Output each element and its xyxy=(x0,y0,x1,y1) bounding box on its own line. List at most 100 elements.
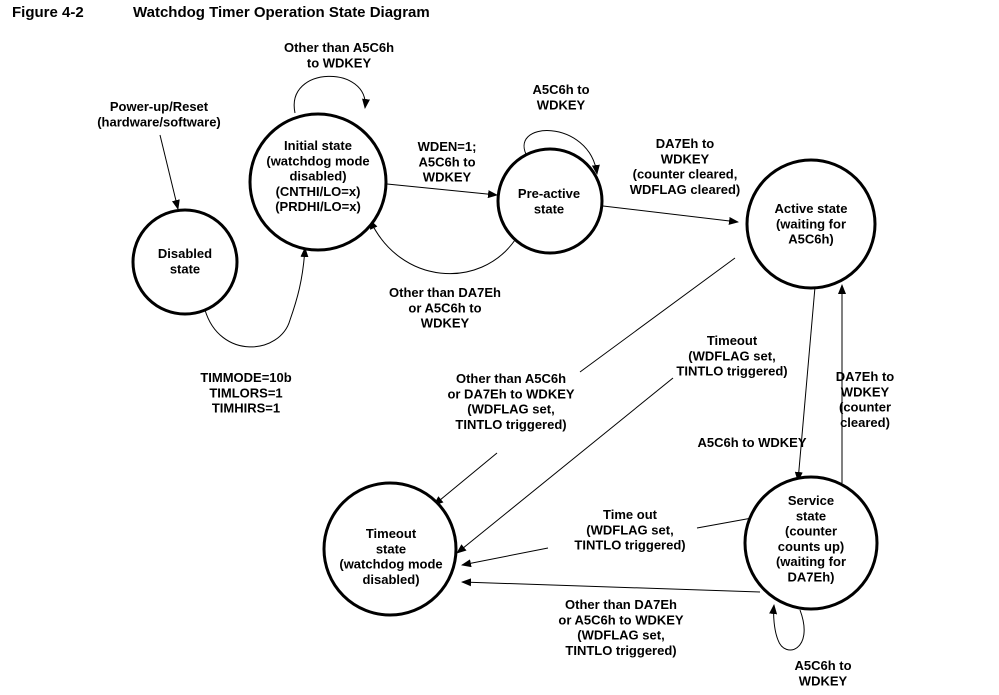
label-power-up-reset-line-1: Power-up/Reset xyxy=(110,99,209,114)
label-preactive-back-line-2: or A5C6h to xyxy=(408,300,481,315)
label-power-up-reset: Power-up/Reset(hardware/software) xyxy=(97,99,221,129)
edge-preactive-self-loop xyxy=(523,130,600,175)
label-to-service-line-1: A5C6h to WDKEY xyxy=(697,435,806,450)
active-state xyxy=(745,158,877,290)
label-to-service: A5C6h to WDKEY xyxy=(697,435,806,450)
label-initial-self-line-2: to WDKEY xyxy=(307,55,372,70)
service-state-label-line-6: DA7Eh) xyxy=(788,570,835,585)
timeout-state-label-line-1: Timeout xyxy=(366,526,417,541)
service-state-label-line-5: (waiting for xyxy=(776,554,846,569)
timeout-state-label-line-3: (watchdog mode xyxy=(339,557,442,572)
initial-state-label-line-3: disabled) xyxy=(289,169,346,184)
label-to-active-line-2: WDKEY xyxy=(661,151,710,166)
label-timmode-line-2: TIMLORS=1 xyxy=(209,385,282,400)
timeout-state-label-line-2: state xyxy=(376,541,406,556)
figure-header: Figure 4-2 Watchdog Timer Operation Stat… xyxy=(0,0,999,30)
initial-state-label-line-4: (CNTHI/LO=x) xyxy=(276,184,361,199)
label-wden-line-2: A5C6h to xyxy=(418,154,475,169)
timeout-state-label-line-4: disabled) xyxy=(362,572,419,587)
label-active-other-line-1: Other than A5C6h xyxy=(456,371,566,386)
label-initial-self-line-1: Other than A5C6h xyxy=(284,40,394,55)
label-active-other-line-4: TINTLO triggered) xyxy=(455,417,566,432)
label-service-other-line-3: (WDFLAG set, xyxy=(577,628,664,643)
label-active-timeout-line-1: Timeout xyxy=(707,333,758,348)
active-state-label-line-2: (waiting for xyxy=(776,216,846,231)
label-service-to-active-line-2: WDKEY xyxy=(841,384,890,399)
label-timmode-line-1: TIMMODE=10b xyxy=(200,370,291,385)
label-service-to-active-line-3: (counter xyxy=(839,400,891,415)
edge-initial-self-loop xyxy=(293,75,370,114)
service-state-label-line-4: counts up) xyxy=(778,539,844,554)
label-wden-line-3: WDKEY xyxy=(423,170,472,185)
timeout-state xyxy=(322,481,458,617)
label-service-other-line-1: Other than DA7Eh xyxy=(565,597,677,612)
initial-state-label-line-1: Initial state xyxy=(284,138,352,153)
edge-service-timeout xyxy=(462,517,753,565)
edge-active-timeout xyxy=(456,377,674,554)
label-service-other-line-4: TINTLO triggered) xyxy=(565,643,676,658)
label-to-active-line-1: DA7Eh to xyxy=(656,136,715,151)
label-power-up-reset-line-2: (hardware/software) xyxy=(97,114,221,129)
label-service-self-line-2: WDKEY xyxy=(799,673,848,688)
label-to-active-line-3: (counter cleared, xyxy=(633,167,738,182)
edge-power-up-to-disabled xyxy=(159,134,180,210)
transitions xyxy=(159,75,846,651)
disabled-state-label-line-1: Disabled xyxy=(158,246,212,261)
figure-number: Figure 4-2 xyxy=(12,4,84,21)
preactive-state-label-line-2: state xyxy=(534,201,564,216)
edge-active-to-service xyxy=(794,286,816,482)
active-state-label-line-1: Active state xyxy=(775,201,848,216)
service-state-label-line-3: (counter xyxy=(785,524,837,539)
edge-active-other-to-timeout xyxy=(434,257,736,505)
label-service-self-line-1: A5C6h to xyxy=(794,658,851,673)
label-service-to-active-line-4: cleared) xyxy=(840,415,890,430)
label-to-active-line-4: WDFLAG cleared) xyxy=(630,182,741,197)
figure-title: Watchdog Timer Operation State Diagram xyxy=(133,4,430,21)
label-preactive-self-line-2: WDKEY xyxy=(537,97,586,112)
label-active-other-line-3: (WDFLAG set, xyxy=(467,402,554,417)
label-preactive-self-line-1: A5C6h to xyxy=(532,82,589,97)
label-timmode-line-3: TIMHIRS=1 xyxy=(212,401,280,416)
service-state-label-line-1: Service xyxy=(788,493,834,508)
label-active-other-line-2: or DA7Eh to WDKEY xyxy=(447,386,574,401)
initial-state-label-line-5: (PRDHI/LO=x) xyxy=(275,199,361,214)
service-state xyxy=(743,475,879,611)
label-service-timeout-line-3: TINTLO triggered) xyxy=(574,538,685,553)
label-service-other-line-2: or A5C6h to WDKEY xyxy=(558,612,684,627)
label-wden-line-1: WDEN=1; xyxy=(418,139,477,154)
service-state-label-line-2: state xyxy=(796,508,826,523)
edge-initial-to-preactive xyxy=(386,183,498,199)
initial-state-label-line-2: (watchdog mode xyxy=(266,153,369,168)
disabled-state xyxy=(131,208,239,316)
initial-state xyxy=(248,112,388,252)
edge-disabled-to-initial xyxy=(204,247,309,348)
preactive-state-label-line-1: Pre-active xyxy=(518,186,580,201)
label-service-to-active-line-1: DA7Eh to xyxy=(836,369,895,384)
label-active-timeout-line-2: (WDFLAG set, xyxy=(688,348,775,363)
label-service-timeout-line-2: (WDFLAG set, xyxy=(586,522,673,537)
preactive-state xyxy=(496,147,604,255)
active-state-label-line-3: A5C6h) xyxy=(788,232,834,247)
edge-service-other-to-timeout xyxy=(461,578,761,593)
edge-service-self-loop xyxy=(769,604,805,651)
label-active-timeout-line-3: TINTLO triggered) xyxy=(676,364,787,379)
label-preactive-back-line-1: Other than DA7Eh xyxy=(389,285,501,300)
label-service-timeout: Time out(WDFLAG set,TINTLO triggered) xyxy=(574,507,685,553)
label-active-timeout: Timeout(WDFLAG set,TINTLO triggered) xyxy=(676,333,787,379)
edge-preactive-to-active xyxy=(602,205,739,225)
edge-preactive-back-to-initial xyxy=(369,219,516,275)
